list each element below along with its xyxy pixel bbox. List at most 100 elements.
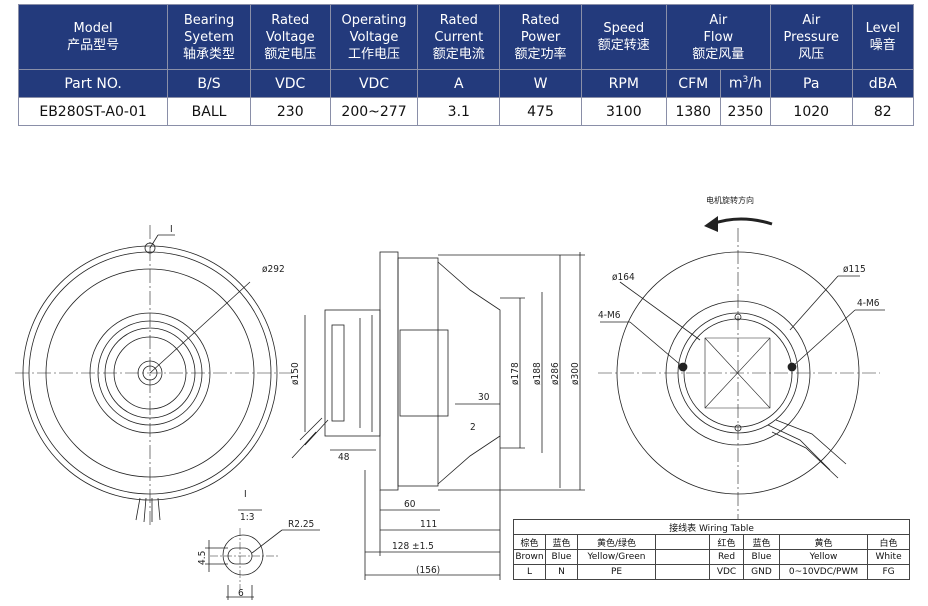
wiring-func-2: PE bbox=[577, 564, 656, 580]
spec-value-4: 3.1 bbox=[417, 97, 501, 126]
wiring-en-0: Brown bbox=[513, 549, 546, 565]
spec-header-en-line: Bearing bbox=[183, 12, 235, 28]
rear-label-d115: ø115 bbox=[843, 264, 866, 275]
wiring-en-4: Blue bbox=[743, 549, 780, 565]
spec-value-0: EB280ST-A0-01 bbox=[17, 97, 169, 126]
spec-header-cn: 额定转速 bbox=[597, 38, 650, 53]
spec-header-cn: 额定风量 bbox=[692, 46, 745, 62]
spec-unit-9: Pa bbox=[769, 69, 853, 98]
unit-tail: /h bbox=[748, 75, 762, 92]
wiring-cn-1: 蓝色 bbox=[545, 534, 578, 550]
wiring-gap-cell bbox=[655, 549, 710, 565]
wiring-gap-cell bbox=[655, 534, 710, 550]
spec-header-en-line: Power bbox=[520, 29, 561, 45]
wiring-table-title: 接线表 Wiring Table bbox=[512, 519, 911, 535]
dim-d300: ø300 bbox=[570, 362, 581, 385]
detail-scale-label: 1:3 bbox=[240, 512, 254, 523]
spec-unit-5: W bbox=[499, 69, 582, 98]
spec-value-8: 2350 bbox=[719, 97, 771, 126]
wiring-cn-5: 黄色 bbox=[779, 534, 868, 550]
spec-value-3: 200~277 bbox=[329, 97, 419, 126]
wiring-cn-row: 棕色蓝色黄色/绿色红色蓝色黄色白色 bbox=[513, 534, 911, 550]
spec-header-en-line: Rated bbox=[271, 12, 310, 28]
dim-60: 60 bbox=[404, 499, 416, 510]
rear-label-m6-right: 4-M6 bbox=[857, 298, 880, 309]
spec-unit-10: dBA bbox=[851, 69, 915, 98]
dim-d188: ø188 bbox=[532, 362, 543, 385]
spec-header-en-line: Air bbox=[709, 12, 728, 28]
dim-111: 111 bbox=[420, 519, 437, 530]
spec-unit-7: CFM bbox=[665, 69, 721, 98]
detail-radius-label: R2.25 bbox=[288, 519, 314, 530]
spec-unit-8: m3/h bbox=[719, 69, 771, 98]
dim-156: (156) bbox=[416, 565, 440, 576]
spec-header-en-line: Pressure bbox=[783, 29, 839, 45]
spec-header-cn: 轴承类型 bbox=[183, 46, 236, 62]
spec-unit-6: RPM bbox=[580, 69, 667, 98]
dim-d292: ø292 bbox=[262, 264, 285, 275]
wiring-gap-cell bbox=[655, 564, 710, 580]
dim-d286: ø286 bbox=[550, 362, 561, 385]
spec-value-10: 82 bbox=[851, 97, 915, 126]
spec-header-en-line: Air bbox=[802, 12, 821, 28]
wiring-cn-3: 红色 bbox=[709, 534, 744, 550]
wiring-en-2: Yellow/Green bbox=[577, 549, 656, 565]
spec-header-en-line: Voltage bbox=[349, 29, 399, 45]
spec-header-en-line: Current bbox=[434, 29, 484, 45]
wiring-en-5: Yellow bbox=[779, 549, 868, 565]
spec-header-en-line: Flow bbox=[703, 29, 734, 45]
wiring-func-6: FG bbox=[866, 564, 911, 580]
spec-header-en-line: Level bbox=[865, 21, 900, 36]
dim-128: 128 ±1.5 bbox=[392, 541, 434, 552]
wiring-cn-4: 蓝色 bbox=[743, 534, 780, 550]
dim-d150: ø150 bbox=[290, 362, 301, 385]
spec-value-1: BALL bbox=[167, 97, 251, 126]
wiring-func-0: L bbox=[513, 564, 546, 580]
spec-value-9: 1020 bbox=[769, 97, 853, 126]
wiring-cn-6: 白色 bbox=[866, 534, 911, 550]
wiring-table: 接线表 Wiring Table 棕色蓝色黄色/绿色红色蓝色黄色白色 Brown… bbox=[512, 519, 911, 580]
dim-2: 2 bbox=[470, 422, 476, 433]
spec-header-cn: 额定电压 bbox=[264, 46, 317, 62]
spec-unit-3: VDC bbox=[329, 69, 419, 98]
dim-d178: ø178 bbox=[510, 362, 521, 385]
wiring-en-6: White bbox=[866, 549, 911, 565]
spec-value-7: 1380 bbox=[665, 97, 721, 126]
spec-value-5: 475 bbox=[499, 97, 582, 126]
spec-header-cn: 噪音 bbox=[869, 38, 896, 53]
spec-header-cn: 额定电流 bbox=[432, 46, 485, 62]
spec-header-9: Level 噪音 bbox=[851, 4, 915, 70]
rear-label-m6-left: 4-M6 bbox=[598, 310, 621, 321]
spec-header-en-line: Rated bbox=[439, 12, 478, 28]
spec-header-en-line: Syetem bbox=[184, 29, 234, 45]
detail-mark-label: I bbox=[244, 489, 247, 500]
spec-value-6: 3100 bbox=[580, 97, 667, 126]
rotation-label: 电机旋转方向 bbox=[706, 195, 754, 205]
unit-sup: 3 bbox=[742, 75, 749, 86]
spec-header-en-line: Model bbox=[73, 21, 113, 36]
spec-header-en-line: Operating bbox=[341, 12, 407, 28]
section-mark-label: I bbox=[170, 224, 173, 235]
dim-30: 30 bbox=[478, 392, 490, 403]
wiring-func-4: GND bbox=[743, 564, 780, 580]
spec-header-en-line: Rated bbox=[521, 12, 560, 28]
detail-width-label: 6 bbox=[238, 588, 244, 599]
spec-unit-0: Part NO. bbox=[17, 69, 169, 98]
wiring-func-3: VDC bbox=[709, 564, 744, 580]
wiring-cn-0: 棕色 bbox=[513, 534, 546, 550]
wiring-en-1: Blue bbox=[545, 549, 578, 565]
